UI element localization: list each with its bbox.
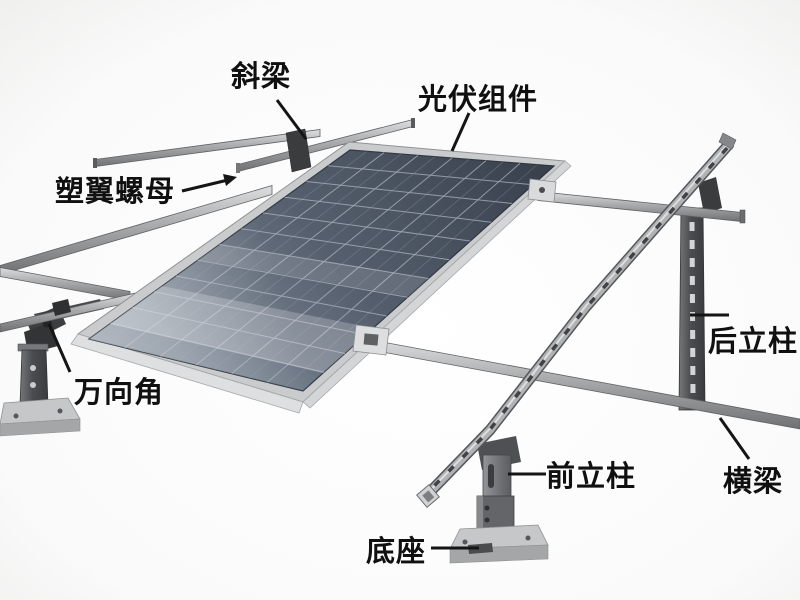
anchor-bolt	[525, 535, 531, 541]
front-column	[476, 454, 515, 533]
rear-crossbeam-left	[0, 184, 273, 275]
panel-glare	[89, 150, 554, 391]
frame-clamp-right-edge	[352, 324, 390, 356]
anchor-bolt	[57, 408, 63, 414]
rear-column-slots	[689, 221, 696, 399]
front-column-upper-tube	[482, 454, 512, 501]
rail-end-cap	[718, 132, 737, 150]
column-hole	[30, 365, 36, 371]
rail-end-cap	[411, 118, 415, 128]
frame-clamp-top-right	[527, 178, 557, 203]
right-diagonal-beam	[416, 132, 737, 508]
panel-frame-bottom-face	[70, 333, 304, 414]
column-hole	[484, 517, 490, 523]
rail-end-cap	[93, 158, 97, 168]
column-slot	[488, 464, 494, 488]
leader-pv-module	[450, 112, 471, 152]
base-slot	[468, 543, 493, 554]
pv-panel	[70, 141, 572, 414]
front-column-lower-tube	[476, 495, 515, 533]
anchor-bolt	[13, 413, 19, 419]
label-base: 底座	[366, 534, 426, 568]
clamp-slot	[363, 333, 379, 346]
front-base-plate	[449, 524, 549, 564]
clamp-bolt	[539, 187, 545, 193]
diagonal-end-cross-section	[416, 484, 440, 508]
column-hole	[30, 382, 36, 388]
left-support-column	[17, 343, 49, 407]
label-universal-angle: 万向角	[74, 376, 164, 409]
anchor-bolt	[462, 539, 468, 545]
leader-plastic-wing-nut	[181, 178, 229, 193]
rear-column	[678, 177, 722, 411]
leader-crossbeam	[718, 417, 751, 460]
label-diagonal-beam: 斜梁	[231, 60, 291, 93]
rail-end-cap	[236, 163, 240, 173]
leader-diagonal-beam	[275, 99, 308, 140]
left-rail-clamp	[52, 299, 71, 316]
label-plastic-wing-nut: 塑翼螺母	[55, 175, 175, 208]
left-diagonal-beam-top-stub	[93, 118, 415, 173]
label-crossbeam: 横梁	[723, 465, 783, 498]
label-pv-module: 光伏组件	[418, 82, 538, 116]
leader-arrowhead	[223, 174, 237, 186]
rail-end-cap	[739, 209, 746, 224]
label-rear-column: 后立柱	[708, 324, 798, 358]
left-base-plate	[0, 397, 81, 437]
tube-highlight	[477, 496, 483, 532]
leader-universal-angle	[47, 323, 72, 373]
column-hole	[484, 505, 490, 511]
rear-column-pivot-bracket	[698, 177, 722, 214]
leader-lines	[47, 99, 751, 550]
label-front-column: 前立柱	[546, 459, 636, 493]
